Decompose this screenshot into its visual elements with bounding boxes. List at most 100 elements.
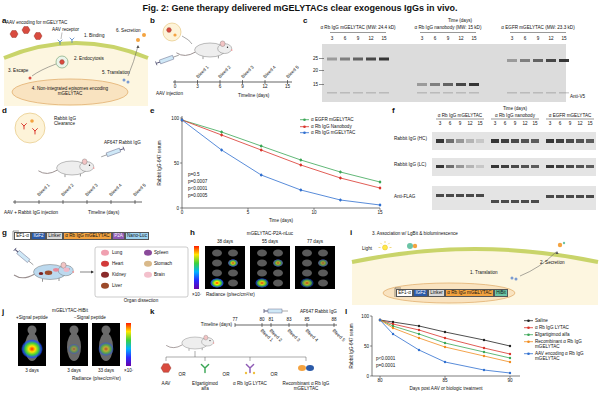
timeline-tick [87, 200, 88, 204]
axis-tick [248, 208, 249, 210]
blot-band [501, 139, 509, 143]
blot-band [456, 165, 464, 168]
figure-part [264, 311, 268, 312]
blot-band [469, 83, 479, 86]
blot-band [511, 139, 519, 143]
timeline-tick [271, 323, 272, 327]
node-text: Linker [430, 291, 443, 296]
annotation-label: 3. Association w/ LgBit & bioluminescenc… [372, 231, 458, 236]
blot-band [520, 59, 530, 62]
glycan-icon [253, 372, 255, 374]
timeline-tick [220, 80, 221, 84]
blot-band [366, 58, 376, 61]
blot-band [446, 194, 454, 197]
annotation-label: AAV + Rabbit IgG injection [4, 210, 58, 215]
error-bar [380, 180, 381, 184]
timeline-axis [173, 82, 292, 83]
western-blot [432, 132, 596, 150]
organ-shape [273, 270, 283, 277]
blot-band [586, 139, 594, 143]
annotation-label: α Rb IgG LYTAC [233, 381, 267, 386]
blot-band [566, 195, 574, 198]
node-text: IGF2 [415, 291, 425, 296]
figure-part [61, 262, 66, 268]
panel-letter: i [350, 228, 352, 237]
figure-part [38, 170, 57, 173]
error-bar [300, 188, 301, 192]
annotation-label: Organ dissection [124, 298, 158, 303]
figure-part [93, 167, 95, 169]
nucleus [12, 79, 128, 105]
legend-text: Saline [535, 318, 548, 323]
data-point [418, 329, 420, 331]
bleed-label: Bleed 3 [240, 64, 255, 79]
legend-sample [300, 117, 309, 122]
tick-label: 20 [313, 68, 318, 73]
figure-part [123, 147, 124, 151]
bleed-label: Bleed 4 [304, 328, 319, 343]
figure-part [17, 250, 30, 262]
annotation-label: 2. Endocytosis [74, 56, 104, 61]
blot-band [556, 165, 564, 168]
figure-title: Fig. 2: Gene therapy delivered mGELYTACs… [0, 3, 600, 13]
color-bar [194, 246, 199, 289]
organ-shape [318, 250, 328, 257]
legend-sample [524, 332, 533, 337]
luminescence-image [295, 246, 335, 289]
error-bar [380, 203, 381, 207]
data-point [379, 319, 381, 321]
timeline-tick [15, 200, 16, 204]
tick-label: 80 [377, 378, 382, 383]
panel-letter: l [345, 307, 347, 316]
annotation-label: AAV injection [156, 91, 183, 96]
data-point [509, 357, 511, 359]
error-bar [221, 133, 222, 137]
lane-label: 6 [524, 36, 527, 41]
figure-part [282, 311, 288, 312]
lane-label: 15 [587, 121, 592, 126]
data-curve [182, 120, 380, 188]
annotation-label: OR [179, 372, 186, 377]
blot-band [501, 200, 509, 203]
lane-label: 3 [331, 36, 334, 41]
construct-element: Nano-Luc [125, 232, 149, 240]
light-icon [383, 245, 388, 250]
figure-part [176, 52, 195, 55]
data-point [339, 199, 342, 202]
figure-part [173, 55, 179, 57]
organ-icon [101, 272, 109, 278]
organ-shape [273, 250, 283, 257]
secreted-protein [173, 33, 176, 36]
y-axis [182, 116, 183, 208]
timeline-tick [334, 323, 335, 327]
data-point [220, 149, 223, 152]
figure-part [204, 335, 208, 340]
signal-glow [98, 342, 114, 356]
antibody-icon [33, 129, 38, 134]
annotation-label: mGELYTAC-P2A-nLuc [247, 231, 293, 236]
data-point [418, 333, 420, 335]
legend-text: α Rb IgG LYTAC [535, 325, 569, 330]
figure-part [15, 249, 18, 252]
blot-band [521, 200, 529, 203]
blot-band [501, 165, 509, 168]
data-point [418, 337, 420, 339]
error-bar [380, 186, 381, 190]
lane-group-label: α Rb IgG nanobody [495, 113, 535, 118]
data-point [483, 339, 485, 341]
western-blot [432, 158, 596, 176]
bleed-label: Bleed 4 [108, 182, 123, 197]
tick-label: 12 [262, 84, 267, 89]
blot-band [443, 92, 453, 94]
nucleus [383, 283, 515, 303]
data-point [300, 159, 303, 162]
luminescence-image [18, 323, 46, 366]
annotation-label: 38 days [217, 239, 233, 244]
legend-entry: Saline [524, 318, 548, 323]
organ-shape [64, 268, 70, 273]
axis-tick [180, 163, 182, 164]
axis-tick [380, 208, 381, 210]
organ-shape [228, 250, 238, 257]
antibody-icon [58, 40, 62, 45]
annotation-label: AAV receptor [52, 27, 79, 32]
